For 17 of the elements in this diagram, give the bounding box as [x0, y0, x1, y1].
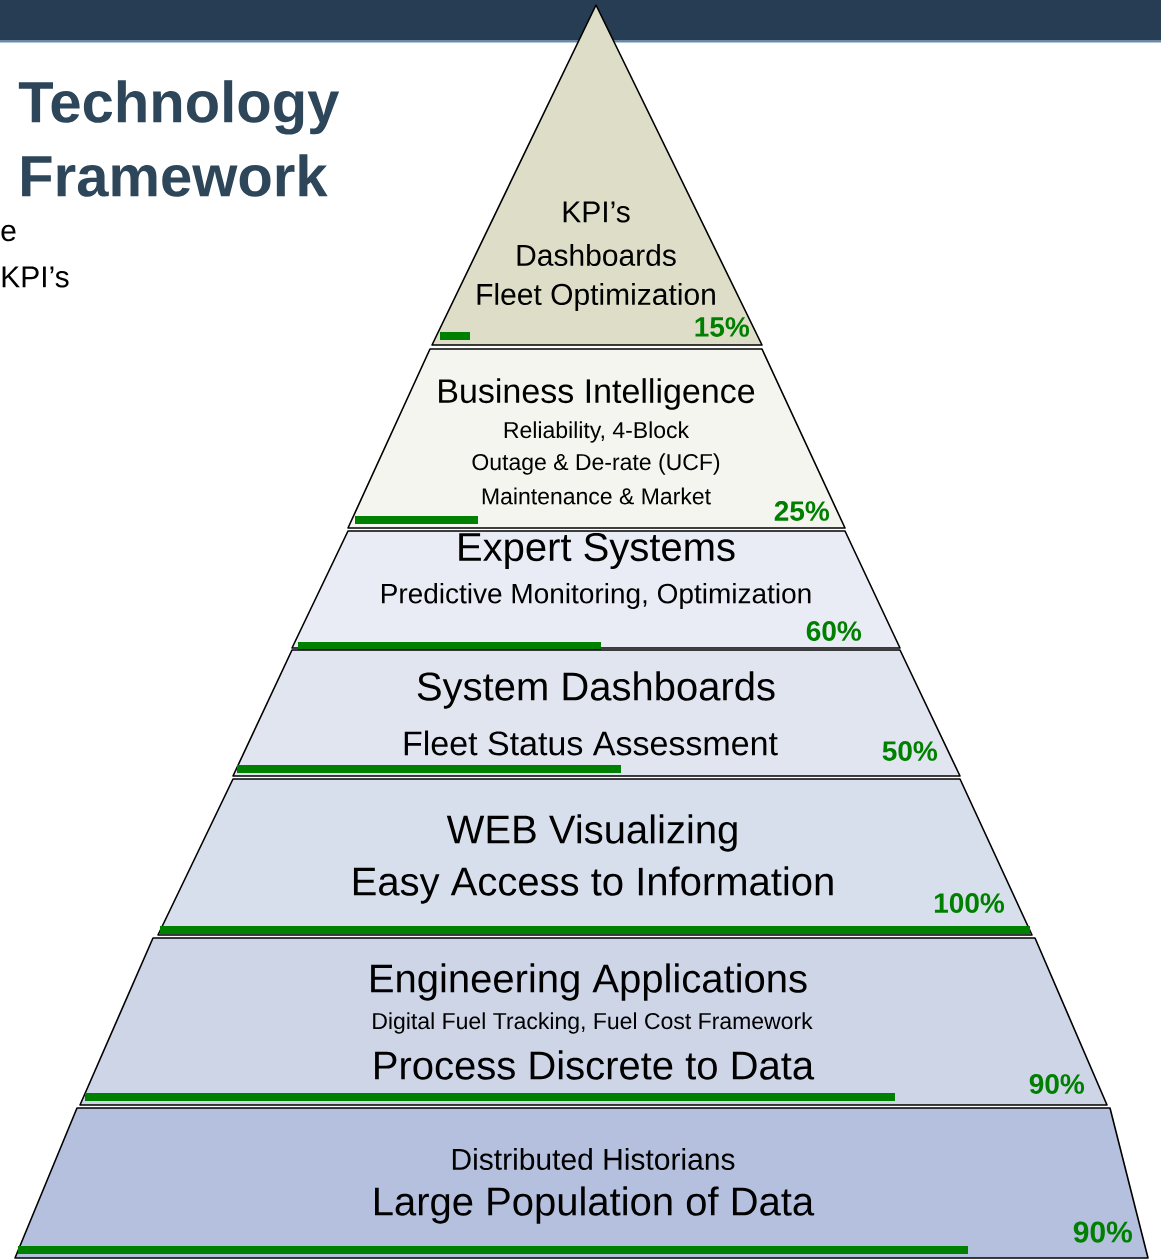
percentage-label: 25%	[774, 501, 830, 521]
pyramid-level: System Dashboards Fleet Status Assessment 50%	[232, 649, 961, 777]
side-text: KPI’s	[2, 266, 69, 288]
pyramid-level: Expert Systems Predictive Monitoring, Optimization 60%	[291, 530, 901, 650]
percentage-label: 60%	[806, 621, 862, 641]
title: Technology Framework	[18, 80, 340, 197]
percentage-label: 100%	[934, 893, 1005, 913]
pyramid-level: WEB Visualizing Easy Access to Information 100%	[157, 778, 1033, 936]
side-text: e	[1, 224, 16, 242]
pyramid-level: KPI’s Dashboards Fleet Optimization 15%	[431, 4, 763, 346]
pyramid-level: Engineering Applications Digital Fuel Tracking, Fuel Cost Framework Process Discrete to Data 90%	[79, 937, 1108, 1106]
percentage-label: 90%	[1029, 1074, 1085, 1094]
pyramid-level: Distributed Historians Large Population of Data 90%	[14, 1107, 1149, 1259]
pyramid-level: Business Intelligence Reliability, 4-Block Outage & De-rate (UCF) Maintenance & Market 25%	[347, 348, 846, 529]
percentage-label: 50%	[882, 741, 938, 761]
percentage-label: 90%	[1073, 1221, 1132, 1243]
percentage-label: 15%	[695, 317, 750, 337]
